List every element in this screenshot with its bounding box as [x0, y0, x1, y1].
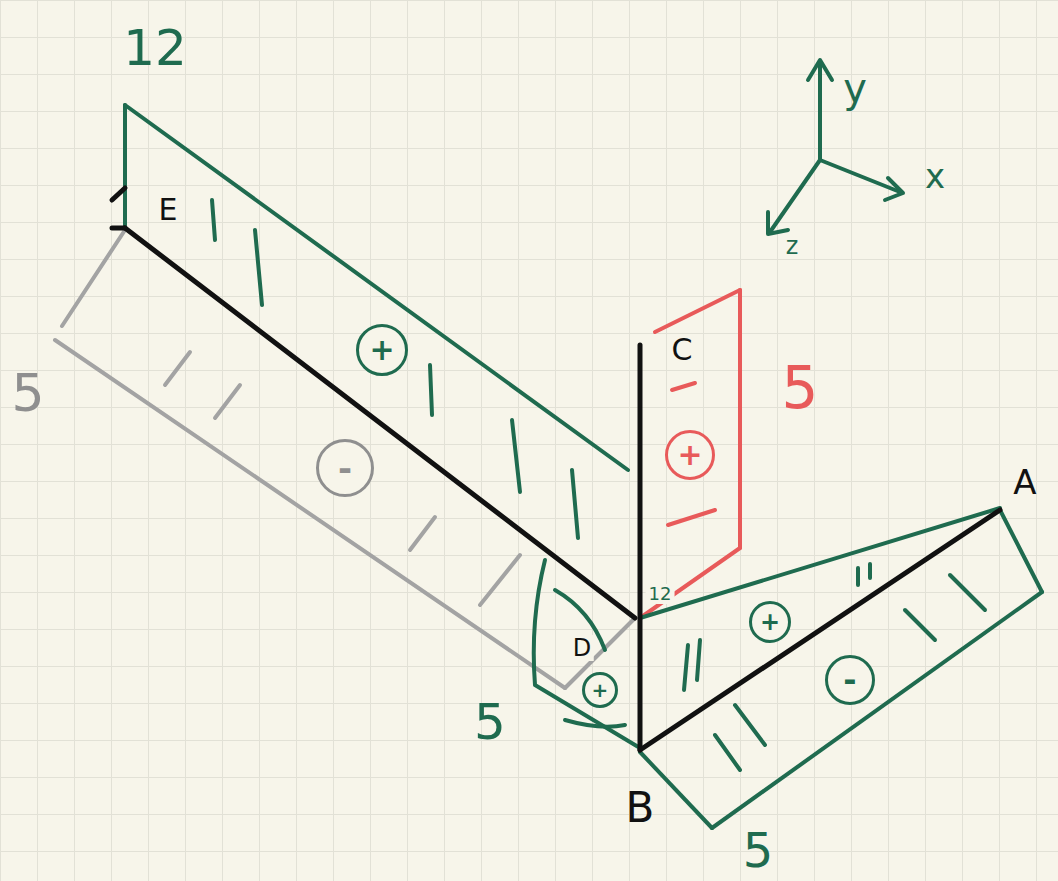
point-label: D: [570, 635, 594, 661]
point-label: A: [1010, 464, 1039, 500]
dimension-value: 5: [8, 366, 47, 420]
dimension-value: 5: [740, 825, 777, 875]
sign-symbol: +: [749, 601, 791, 643]
dimension-value: 12: [120, 22, 190, 74]
point-label: B: [623, 786, 658, 830]
dimension-value: 5: [779, 358, 822, 418]
axis-label: z: [783, 233, 802, 259]
axis-label: y: [840, 67, 870, 109]
dimension-value: 12: [646, 584, 675, 604]
sign-symbol: -: [825, 655, 875, 705]
sign-symbol: +: [665, 430, 715, 480]
point-label: C: [669, 334, 696, 366]
sign-symbol: +: [356, 324, 408, 376]
point-label: E: [156, 194, 181, 226]
sign-symbol: +: [582, 672, 618, 708]
axis-label: x: [922, 158, 948, 194]
sign-symbol: -: [316, 439, 374, 497]
dimension-value: 5: [471, 696, 509, 748]
